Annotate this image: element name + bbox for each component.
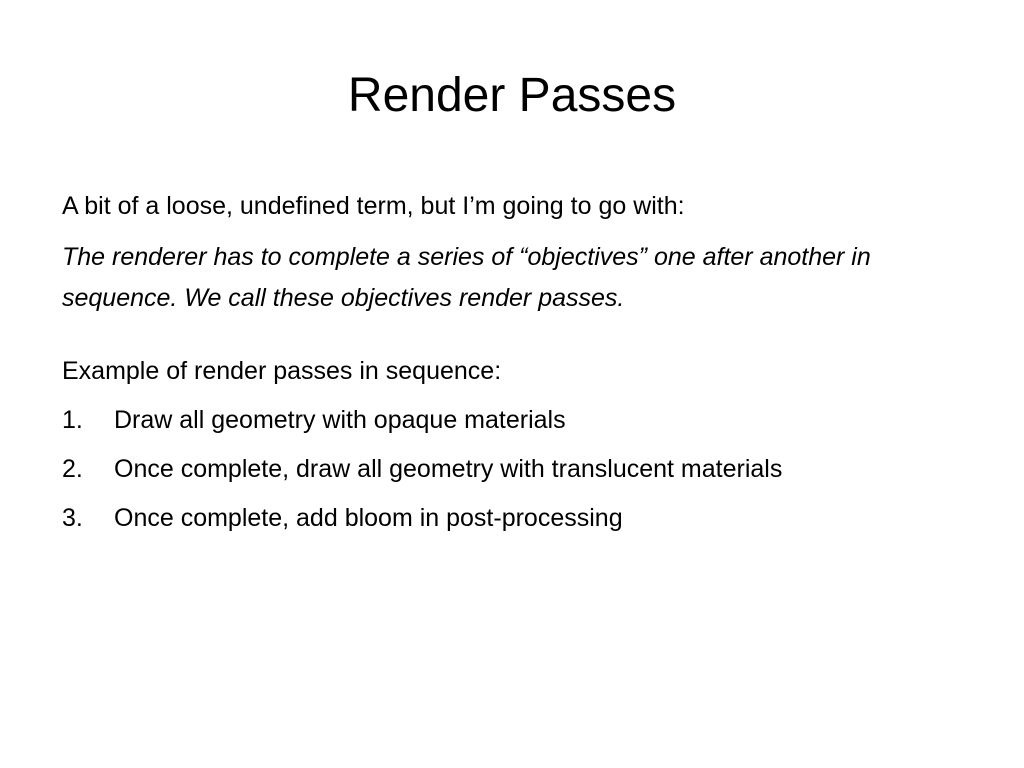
list-item: 3. Once complete, add bloom in post-proc…	[62, 498, 982, 539]
step-number: 2.	[62, 455, 83, 483]
step-text: Once complete, draw all geometry with tr…	[114, 455, 783, 483]
definition-text: The renderer has to complete a series of…	[62, 243, 871, 312]
example-heading: Example of render passes in sequence:	[62, 357, 502, 385]
step-text: Once complete, add bloom in post-process…	[114, 504, 623, 532]
slide-body: A bit of a loose, undefined term, but I’…	[62, 186, 982, 547]
step-text: Draw all geometry with opaque materials	[114, 406, 566, 434]
steps-list: 1. Draw all geometry with opaque materia…	[62, 400, 982, 539]
step-number: 1.	[62, 406, 83, 434]
slide-title: Render Passes	[347, 69, 677, 122]
list-item: 2. Once complete, draw all geometry with…	[62, 449, 982, 490]
intro-text: A bit of a loose, undefined term, but I’…	[62, 192, 685, 220]
list-item: 1. Draw all geometry with opaque materia…	[62, 400, 982, 441]
step-number: 3.	[62, 504, 83, 532]
